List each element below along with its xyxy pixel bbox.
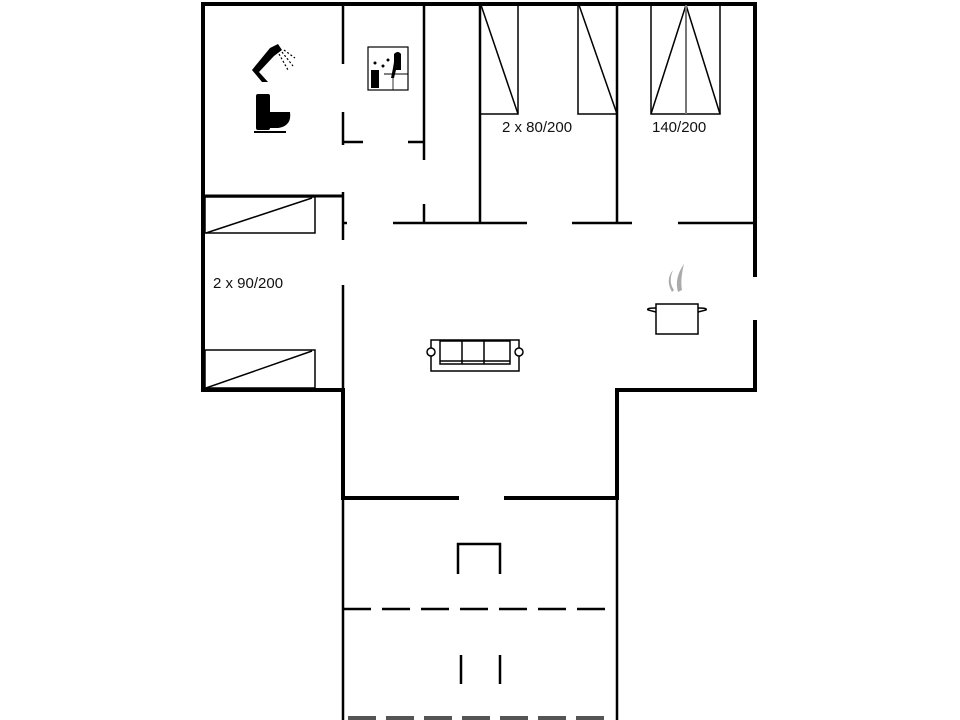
sauna-icon — [367, 46, 409, 91]
shower-icon — [252, 44, 296, 82]
room-label-bedroom-left: 2 x 90/200 — [213, 275, 284, 292]
sofa-icon — [426, 339, 524, 372]
bed-90-2 — [204, 349, 316, 389]
room-label-bedroom-right: 140/200 — [652, 119, 707, 136]
cooking-pot-icon — [646, 264, 708, 335]
bed-80-2 — [577, 3, 618, 115]
beds — [204, 2, 721, 389]
toilet-icon — [254, 94, 291, 133]
bed-90-1 — [204, 196, 316, 234]
room-label-bedroom-middle: 2 x 80/200 — [502, 119, 573, 136]
bed-140 — [650, 2, 721, 115]
bed-80-1 — [479, 3, 519, 115]
